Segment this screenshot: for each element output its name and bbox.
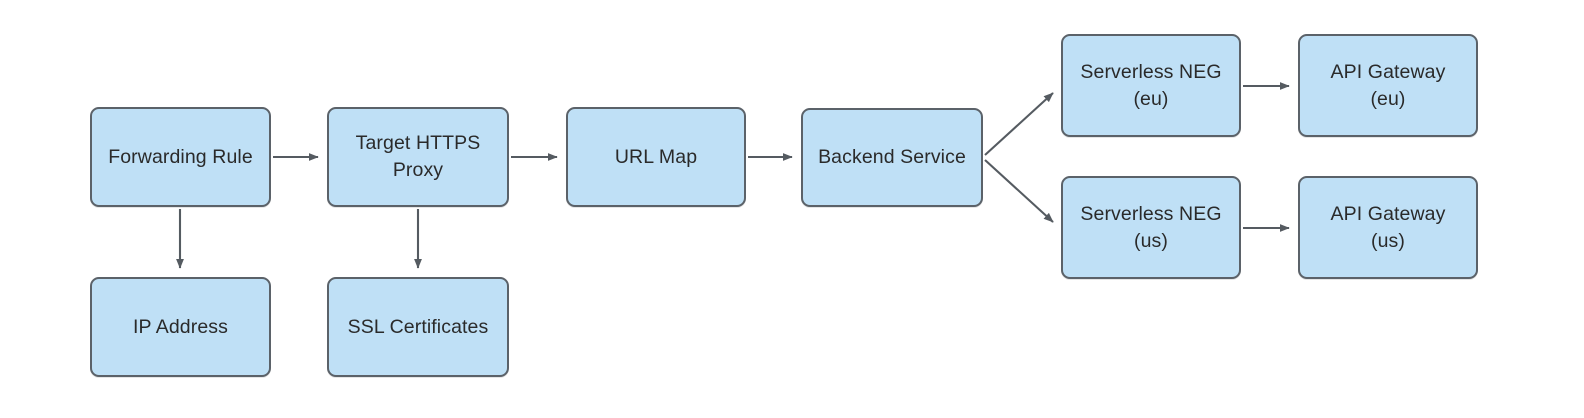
edge-backend-service-to-serverless-neg-us	[984, 159, 1054, 223]
node-serverless-neg-us[interactable]: Serverless NEG (us)	[1061, 176, 1241, 279]
node-api-gateway-eu-label: API Gateway (eu)	[1330, 60, 1446, 110]
node-backend-service[interactable]: Backend Service	[801, 108, 983, 207]
node-ip-address-label: IP Address	[133, 315, 228, 338]
node-url-map[interactable]: URL Map	[566, 107, 746, 207]
node-ssl-certificates-label: SSL Certificates	[347, 315, 489, 338]
node-backend-service-label: Backend Service	[818, 146, 966, 168]
node-serverless-neg-eu-label: Serverless NEG (eu)	[1080, 60, 1222, 110]
node-forwarding-rule[interactable]: Forwarding Rule	[90, 107, 271, 207]
node-ssl-certificates[interactable]: SSL Certificates	[327, 277, 509, 377]
node-api-gateway-us-label: API Gateway (us)	[1330, 202, 1446, 252]
node-serverless-neg-us-label: Serverless NEG (us)	[1080, 202, 1222, 252]
node-forwarding-rule-label: Forwarding Rule	[108, 145, 253, 168]
node-url-map-label: URL Map	[614, 145, 698, 168]
node-api-gateway-eu[interactable]: API Gateway (eu)	[1298, 34, 1478, 137]
node-ip-address[interactable]: IP Address	[90, 277, 271, 377]
node-target-https-proxy-label: Target HTTPS Proxy	[355, 132, 481, 181]
node-serverless-neg-eu[interactable]: Serverless NEG (eu)	[1061, 34, 1241, 137]
node-target-https-proxy[interactable]: Target HTTPS Proxy	[327, 107, 509, 207]
node-api-gateway-us[interactable]: API Gateway (us)	[1298, 176, 1478, 279]
edge-backend-service-to-serverless-neg-eu	[984, 92, 1054, 156]
